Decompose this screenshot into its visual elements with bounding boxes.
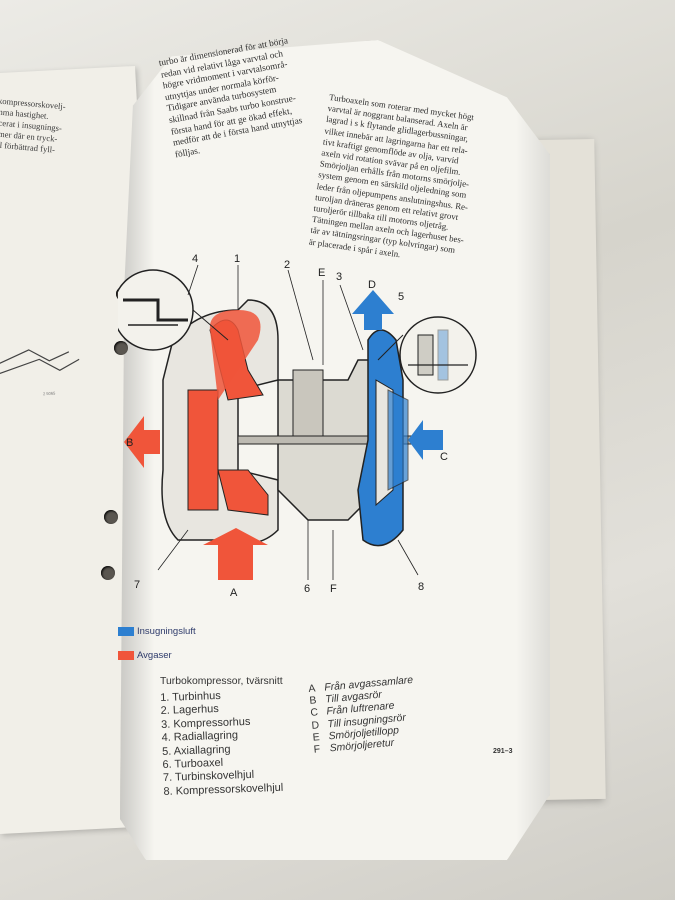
legend-exhaust-label: Avgaser [137,650,172,661]
callout-a: A [230,587,238,599]
page-number: 291–3 [493,748,513,755]
callout-6: 6 [304,583,310,595]
callout-4: 4 [192,253,198,265]
callout-8: 8 [418,581,424,593]
arrow-c-air-in [408,420,443,460]
legend-exhaust: Avgaser [118,650,172,661]
callout-e: E [318,267,325,279]
callout-2: 2 [284,259,290,271]
detail-axial-bearing [377,316,477,394]
left-page: t "kompressorskovelj- samma hastighet. p… [0,65,175,835]
callout-f: F [330,583,337,595]
binder-hole [114,341,128,355]
exhaust-swatch [118,651,134,660]
callout-b: B [126,437,133,449]
parts-list: 1. Turbinhus 2. Lagerhus 3. Kompressorhu… [160,688,284,799]
callout-7: 7 [134,579,140,591]
figure-caption: Turbokompressor, tvärsnitt [160,676,283,687]
figure-code: 2 5065 [42,390,56,397]
binder-hole [104,510,118,524]
turbine-housing [161,299,279,545]
left-page-figure [0,349,80,374]
callout-d: D [368,279,376,291]
detail-radial-bearing [118,269,229,351]
intake-swatch [118,627,134,636]
callout-c: C [440,451,448,463]
compressor-housing [357,329,409,547]
arrow-b-exhaust-out [124,416,160,468]
bearing-housing [237,359,439,521]
arrow-a-exhaust-in [203,528,268,580]
left-page-text: t "kompressorskovelj- samma hastighet. p… [0,95,67,161]
leader-lines [157,264,419,580]
binder-hole [101,566,115,580]
turbo-cross-section-diagram: 4 1 2 E 3 D 5 B C 7 A 6 F 8 [118,253,477,599]
legend-intake: Insugningsluft [118,626,196,637]
legend-intake-label: Insugningsluft [137,626,196,637]
callout-1: 1 [234,253,240,265]
callout-5: 5 [398,291,404,303]
callout-3: 3 [336,271,342,283]
arrow-d-air-out [352,290,394,330]
